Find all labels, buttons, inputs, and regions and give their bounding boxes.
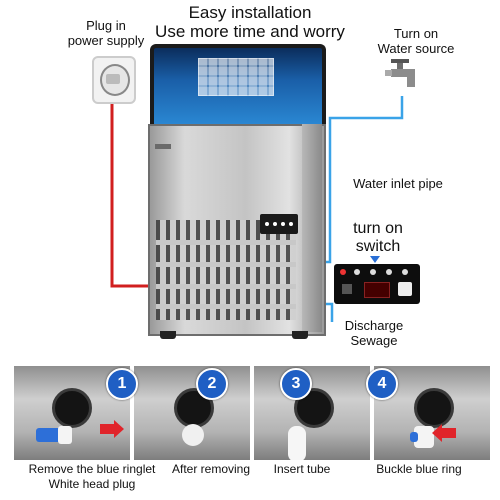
drain-hole [52,388,92,428]
plug-label: Plug in power supply [56,18,156,48]
ice-tray [198,58,274,96]
blue-ring [410,432,418,442]
power-button-icon [342,284,352,294]
step-3-caption: Insert tube [273,462,331,476]
step-2-caption: After removing [171,462,251,476]
blue-ringlet [36,428,64,442]
indicator-light [340,269,346,275]
tube-fitting [414,426,434,448]
indicator-light [354,269,360,275]
vent-gap-4 [156,304,296,309]
step-3-badge: 3 [280,368,312,400]
vent-gap-1 [156,240,296,245]
digital-display [364,282,390,298]
front-vents [156,220,296,320]
drain-hole [294,388,334,428]
red-arrow-icon [100,420,124,438]
white-fitting [182,424,204,446]
title-line-2: Use more time and worry [155,22,345,41]
control-dot [265,222,269,226]
discharge-label-line-2: Sewage [350,333,398,348]
drain-hole [414,388,454,428]
indicator-light [370,269,376,275]
inserted-tube [288,426,306,460]
switch-label: turn on switch [330,220,426,256]
white-head-plug [58,426,72,444]
machine-foot-left [160,331,176,339]
water-source-line-2: Water source [377,41,455,56]
step-2-photo [134,366,250,460]
step-3-photo [254,366,370,460]
machine-side-panel [302,124,322,332]
water-source-label: Turn on Water source [366,26,466,56]
machine-foot-right [292,331,308,339]
step-2-badge: 2 [196,368,228,400]
indicator-light [386,269,392,275]
indicator-light [402,269,408,275]
control-dot [273,222,277,226]
step-1-caption: Remove the blue ringlet [28,462,156,476]
machine-control-panel [260,214,298,234]
power-cable-line [110,100,150,288]
discharge-label-line-1: Discharge [344,318,404,333]
switch-label-line-2: switch [355,238,401,255]
down-arrow-icon [370,256,380,263]
water-source-line-1: Turn on [393,26,439,41]
step-1-badge: 1 [106,368,138,400]
water-tap-icon [385,59,415,87]
vent-gap-2 [156,262,296,267]
step-1-photo [14,366,130,460]
step-4-badge: 4 [366,368,398,400]
discharge-label: Discharge Sewage [334,318,414,348]
control-dot [289,222,293,226]
title-line-1: Easy installation [188,3,312,22]
step-1-caption-line-2: White head plug [48,477,136,491]
plug-prongs [106,74,120,84]
vent-gap-3 [156,284,296,289]
brand-badge [155,144,171,149]
control-dot [281,222,285,226]
step-4-caption: Buckle blue ring [376,462,462,476]
plug-label-line-1: Plug in [86,18,126,33]
switch-label-line-1: turn on [353,220,403,237]
on-off-switch [398,282,412,296]
plug-label-line-2: power supply [67,33,145,48]
switch-panel [334,264,420,304]
red-arrow-icon [432,424,456,442]
inlet-pipe-label: Water inlet pipe [353,176,443,191]
